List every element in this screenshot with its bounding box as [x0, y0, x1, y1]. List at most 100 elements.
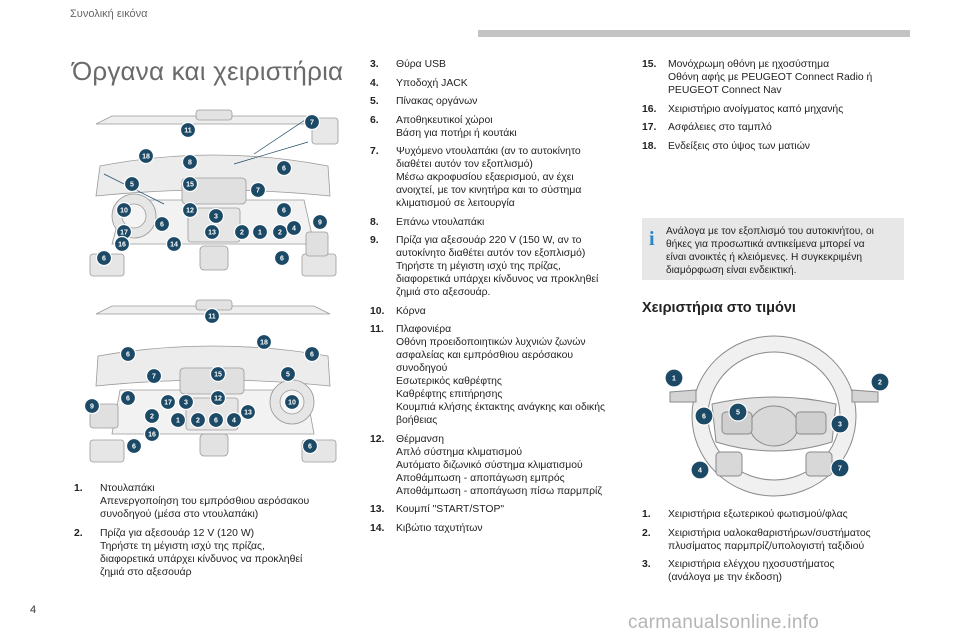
callout-marker: 6	[153, 215, 171, 233]
callout-marker: 18	[255, 333, 273, 351]
item-text: Ενδείξεις στο ύψος των ματιών	[668, 140, 811, 152]
callout-marker: 8	[181, 153, 199, 171]
callout-marker: 2	[870, 372, 890, 392]
callout-marker: 2	[271, 223, 289, 241]
list-item: 17.Ασφάλειες στο ταμπλό	[642, 121, 908, 134]
callout-marker: 6	[694, 406, 714, 426]
callout-marker: 10	[283, 393, 301, 411]
list-item: 3. Θύρα USB	[370, 58, 632, 71]
steering-wheel-controls-list: 1. Χειριστήρια εξωτερικού φωτισμού/φλας 2.…	[642, 508, 908, 590]
callout-marker: 5	[279, 365, 297, 383]
callout-label: 6	[214, 418, 218, 425]
page-title: Όργανα και χειριστήρια	[72, 56, 344, 86]
list-item: 9.Πρίζα για αξεσουάρ 220 V (150 W, αν το…	[370, 234, 632, 299]
callout-marker: 9	[84, 397, 101, 415]
callout-label: 10	[288, 400, 296, 407]
callout-label: 6	[132, 444, 136, 451]
item-number: 2.	[74, 527, 83, 539]
callout-label: 15	[186, 182, 194, 189]
list-item: 4.Υποδοχή JACK	[370, 77, 632, 90]
callout-marker: 4	[285, 219, 303, 237]
callout-label: 7	[838, 466, 842, 473]
callout-label: 6	[310, 352, 314, 359]
item-number: 14.	[370, 522, 385, 534]
item-text: Κιβώτιο ταχυτήτων	[396, 522, 483, 534]
item-number: 3.	[370, 59, 379, 70]
callout-label: 2	[878, 380, 882, 387]
callout-marker: 11	[179, 121, 197, 139]
callout-label: 10	[120, 208, 128, 215]
list-item: 2. Πρίζα για αξεσουάρ 12 V (120 W)Τηρήστε…	[74, 527, 344, 579]
callout-marker: 17	[159, 393, 177, 411]
callout-marker: 3	[177, 393, 195, 411]
item-number: 17.	[642, 122, 657, 133]
list-item: 14. Κιβώτιο ταχυτήτων	[370, 522, 632, 535]
callout-label: 18	[142, 154, 150, 161]
item-number: 15.	[642, 59, 657, 70]
list-item: 18.Ενδείξεις στο ύψος των ματιών	[642, 140, 908, 153]
callout-label: 5	[130, 182, 134, 189]
callout-marker: 12	[209, 389, 227, 407]
item-text: Κόρνα	[396, 305, 426, 317]
callout-label: 6	[126, 396, 130, 403]
callout-marker: 6	[125, 437, 143, 455]
callout-marker: 16	[143, 425, 161, 443]
callout-label: 11	[208, 314, 216, 321]
callout-marker: 18	[137, 147, 155, 165]
callout-label: 6	[282, 208, 286, 215]
callout-label: 1	[176, 418, 180, 425]
list-item: 13.Κουμπί "START/STOP"	[370, 503, 632, 516]
callout-marker: 7	[830, 458, 850, 478]
callout-marker: 4	[690, 460, 710, 480]
callout-label: 14	[170, 242, 178, 249]
callout-label: 6	[308, 444, 312, 451]
header-rule	[478, 30, 910, 37]
callout-marker: 6	[119, 345, 137, 363]
callout-label: 6	[126, 352, 130, 359]
callout-marker: 10	[115, 201, 133, 219]
item-number: 1.	[642, 509, 651, 520]
item-number: 3.	[642, 559, 651, 570]
callout-marker: 6	[275, 159, 293, 177]
list-item: 2.Χειριστήρια υαλοκαθαριστήρων/συστήματο…	[642, 527, 908, 553]
callout-label: 6	[102, 256, 106, 263]
callout-label: 9	[318, 220, 322, 227]
item-text: Χειριστήρια εξωτερικού φωτισμού/φλας	[668, 509, 848, 520]
callout-label: 12	[186, 208, 194, 215]
callout-marker: 5	[123, 175, 141, 193]
callout-label: 18	[260, 340, 268, 347]
watermark: carmanualsonline.info	[628, 612, 820, 633]
list-item: 16.Χειριστήριο ανοίγματος καπό μηχανής	[642, 103, 908, 116]
item-text: Θύρα USB	[396, 59, 446, 70]
item-number: 7.	[370, 146, 379, 157]
list-item: 1. Χειριστήρια εξωτερικού φωτισμού/φλας	[642, 508, 908, 521]
callout-label: 2	[150, 414, 154, 421]
callout-marker: 1	[251, 223, 269, 241]
callout-marker: 7	[303, 113, 321, 131]
callout-label: 4	[232, 418, 236, 425]
item-number: 8.	[370, 216, 379, 228]
info-note-text: Ανάλογα με τον εξοπλισμό του αυτοκινήτου…	[666, 226, 874, 276]
callout-label: 2	[196, 418, 200, 425]
item-number: 1.	[74, 483, 83, 494]
callout-marker: 6	[273, 249, 291, 267]
callout-label: 1	[258, 230, 262, 237]
item-text: Επάνω ντουλαπάκι	[396, 216, 485, 228]
callout-label: 2	[278, 230, 282, 237]
callout-label: 16	[118, 242, 126, 249]
callout-marker: 6	[303, 345, 321, 363]
item-text: Πρίζα για αξεσουάρ 12 V (120 W)Τηρήστε τ…	[100, 527, 303, 578]
callout-marker: 6	[119, 389, 137, 407]
